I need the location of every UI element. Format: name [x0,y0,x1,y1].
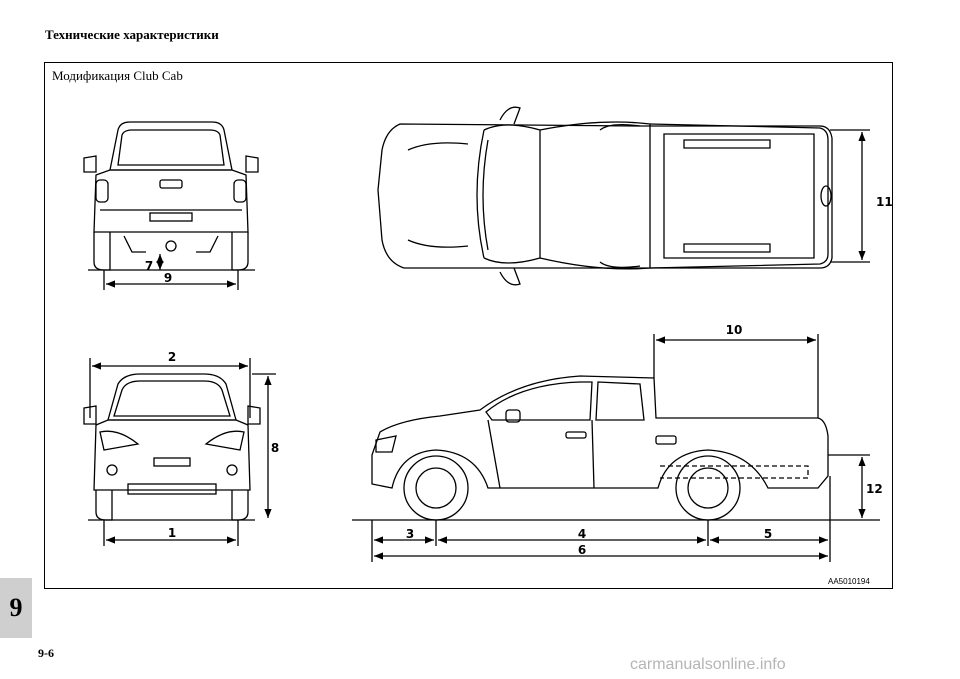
dimension-label-11: 11 [876,195,893,209]
front-view-drawing [83,373,261,521]
top-view-drawing [377,106,833,286]
dimension-label-3: 3 [406,527,414,541]
figure-caption: Модификация Club Cab [52,68,183,83]
dimension-label-10: 10 [726,323,743,337]
dimension-label-6: 6 [578,543,586,557]
page-header-title: Технические характеристики [45,27,219,42]
dimension-label-4: 4 [578,527,586,541]
page-number: 9-6 [38,646,54,660]
chapter-tab: 9 [0,578,32,638]
dimension-label-8: 8 [271,441,279,455]
figure-frame [44,62,893,589]
dimension-label-5: 5 [764,527,772,541]
watermark: carmanualsonline.info [630,656,786,673]
chapter-number: 9 [9,593,23,622]
rear-view-drawing [83,121,259,271]
dimension-lines [89,129,870,562]
dimension-label-1: 1 [168,526,176,540]
dimension-label-12: 12 [866,482,883,496]
dimension-label-9: 9 [164,271,172,285]
figure-image-code: AA5010194 [828,577,870,586]
side-view-drawing [352,375,880,521]
dimension-label-2: 2 [168,350,176,364]
dimension-label-7: 7 [145,259,153,273]
